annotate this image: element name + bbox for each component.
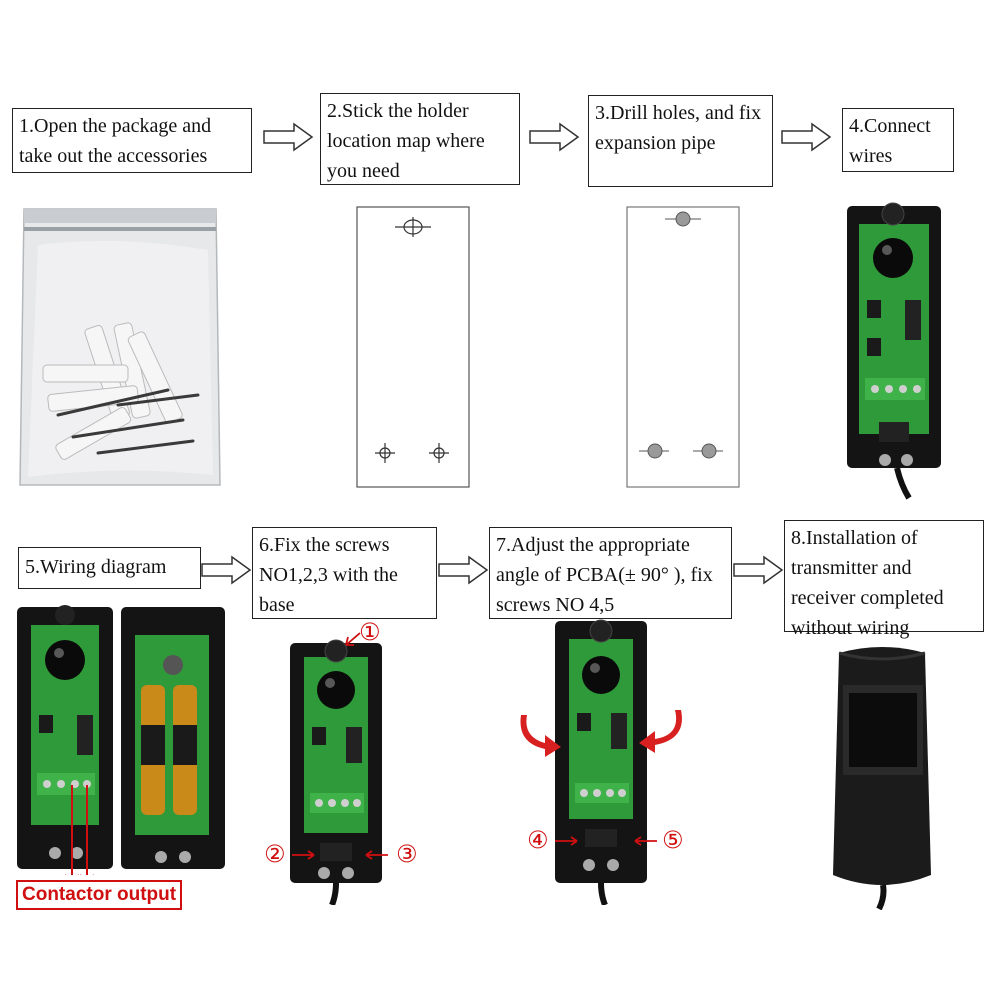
step-5-box: 5.Wiring diagram [18, 547, 201, 589]
step-7-box: 7.Adjust the appropriate angle of PCBA(±… [489, 527, 732, 619]
marker-5: ⑤ [662, 826, 684, 854]
marker-2: ② [264, 840, 286, 868]
holder-location-map-image [356, 206, 470, 488]
drilled-holes-image [626, 206, 740, 488]
marker-4: ④ [527, 826, 549, 854]
fix-screws-base-image [290, 632, 388, 905]
wiring-diagram-image [17, 605, 225, 875]
accessory-bag-image [19, 208, 221, 486]
step-2-box: 2.Stick the holder location map where yo… [320, 93, 520, 185]
step-6-box: 6.Fix the screws NO1,2,3 with the base [252, 527, 437, 619]
marker-3: ③ [396, 840, 418, 868]
contactor-output-label: Contactor output [16, 880, 183, 910]
adjust-pcba-angle-image [520, 619, 682, 905]
step-7-text: 7.Adjust the appropriate angle of PCBA(±… [496, 534, 713, 616]
step-4-text: 4.Connect wires [849, 115, 931, 167]
step-5-text: 5.Wiring diagram [25, 556, 167, 578]
arrow-right-icon [201, 555, 252, 585]
step-3-text: 3.Drill holes, and fix expansion pipe [595, 102, 762, 154]
marker-1: ① [359, 618, 381, 646]
step-1-text: 1.Open the package and take out the acce… [19, 115, 212, 167]
step-6-text: 6.Fix the screws NO1,2,3 with the base [259, 534, 398, 616]
arrow-right-icon [781, 122, 832, 152]
step-8-text: 8.Installation of transmitter and receiv… [791, 527, 944, 639]
step-1-box: 1.Open the package and take out the acce… [12, 108, 252, 173]
completed-sensor-unit-image [833, 647, 931, 910]
step-8-box: 8.Installation of transmitter and receiv… [784, 520, 984, 639]
arrow-right-icon [438, 555, 489, 585]
arrow-right-icon [263, 122, 314, 152]
step-2-text: 2.Stick the holder location map where yo… [327, 100, 485, 182]
sensor-board-connect-wires-image [847, 202, 941, 500]
arrow-right-icon [529, 122, 580, 152]
arrow-right-icon [733, 555, 784, 585]
step-3-box: 3.Drill holes, and fix expansion pipe [588, 95, 773, 187]
step-4-box: 4.Connect wires [842, 108, 954, 172]
